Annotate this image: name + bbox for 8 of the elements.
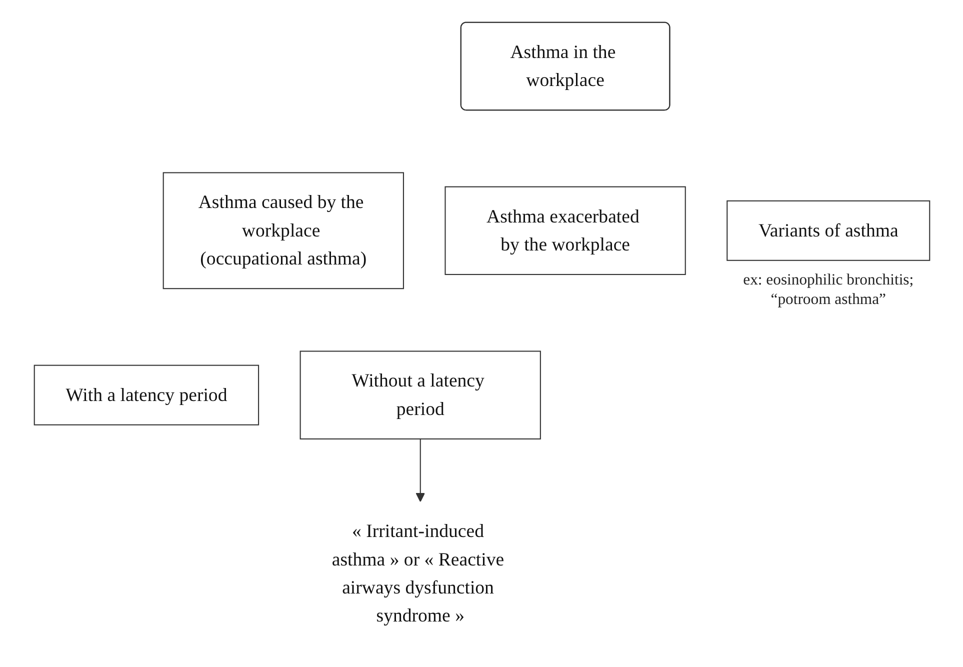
node-box: Asthma caused by the workplace (occupational asthma) xyxy=(162,172,404,289)
node-note: ex: eosinophilic bronchitis; “potroom asthma” xyxy=(742,270,914,310)
node-box: Variants of asthma xyxy=(726,200,930,260)
node-box: Without a latency period xyxy=(299,350,540,439)
node-box: Asthma exacerbated by the workplace xyxy=(444,186,686,275)
node-box: With a latency period xyxy=(33,364,259,425)
node-text: « Irritant-induced asthma » or « Reactive airways dysfunction syndrome » xyxy=(331,520,504,626)
arrow xyxy=(415,438,424,502)
